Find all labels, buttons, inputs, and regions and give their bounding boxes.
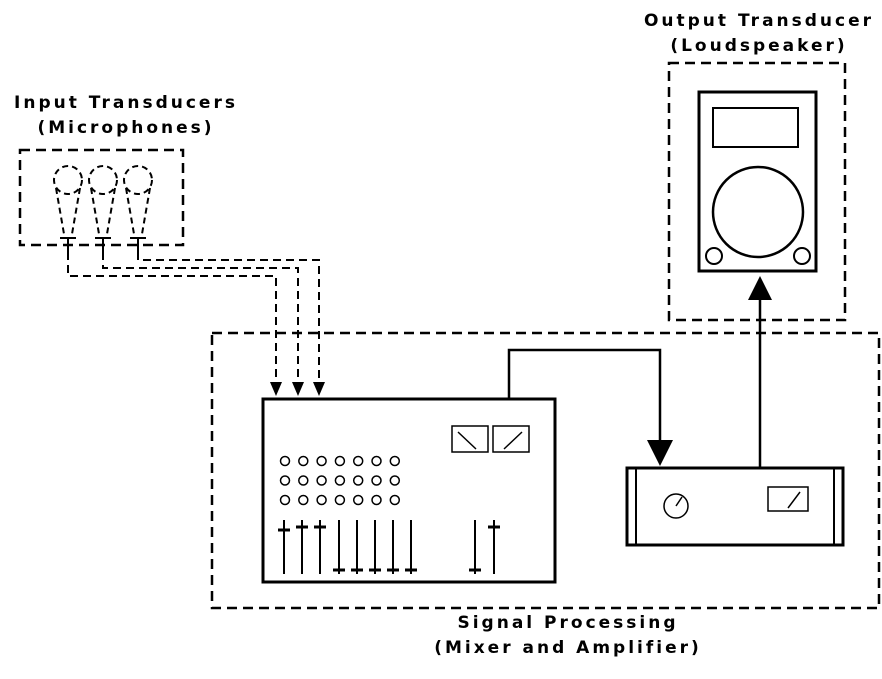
mixer-knob: [334, 455, 346, 467]
mixer-knob: [371, 475, 382, 486]
mixer-fader: [387, 520, 399, 574]
mixer-fader: [369, 520, 381, 574]
mixer-faders: [278, 520, 500, 574]
mixer-knob: [298, 494, 309, 506]
microphone-icon: [88, 165, 118, 252]
mic-cable-2: [102, 252, 299, 382]
microphone-icon: [53, 165, 83, 252]
mixer-knob: [316, 494, 327, 506]
mixer-knob: [389, 455, 401, 467]
mixer: [261, 397, 557, 584]
mixer-fader: [405, 520, 417, 574]
amplifier: [625, 466, 845, 547]
input-transducers-subtitle: (Microphones): [37, 118, 215, 138]
mixer-knob: [334, 475, 346, 486]
mixer-knob: [371, 494, 382, 506]
input-transducers-box: [18, 148, 185, 247]
signal-processing-box: [210, 331, 881, 610]
output-transducer-subtitle: (Loudspeaker): [670, 36, 848, 56]
mixer-meter: [451, 425, 489, 453]
arrow-head: [270, 382, 282, 396]
mixer-fader: [278, 520, 290, 574]
mixer-fader: [296, 520, 308, 574]
amplifier-body: [625, 466, 845, 547]
mixer-knob: [279, 455, 291, 467]
mixer-fader: [333, 520, 345, 574]
signal-processing-subtitle: (Mixer and Amplifier): [434, 638, 702, 658]
mixer-knob: [316, 455, 327, 467]
input-transducers-title: Input Transducers: [14, 93, 238, 113]
amplifier-meter: [767, 486, 809, 512]
arrow-head: [313, 382, 325, 396]
mixer-body: [261, 397, 557, 584]
mixer-knob-grid: [279, 455, 401, 506]
mixer-knob: [279, 475, 291, 486]
output-transducer-title: Output Transducer: [643, 11, 875, 31]
input-transducers-group: [18, 148, 185, 252]
mixer-to-amp-cable: [507, 348, 662, 440]
mic-cable-arrowheads: [270, 382, 325, 396]
microphone-cables: [67, 252, 320, 382]
mixer-knob: [298, 455, 309, 467]
mixer-knob: [389, 475, 401, 486]
mixer-knob: [279, 494, 291, 506]
mixer-knob: [352, 455, 364, 467]
mixer-fader: [351, 520, 363, 574]
mixer-fader: [314, 520, 326, 574]
loudspeaker-icon: [697, 90, 818, 273]
microphone-icon: [123, 165, 153, 252]
mixer-meter: [492, 425, 530, 453]
mixer-fader: [488, 520, 500, 574]
arrow-head: [292, 382, 304, 396]
mixer-fader: [469, 520, 481, 574]
output-transducer-box: [667, 61, 847, 322]
mixer-knob: [371, 455, 382, 467]
mixer-knob: [298, 475, 309, 486]
arrow-head: [748, 276, 772, 300]
mixer-knob: [352, 475, 364, 486]
mixer-knob: [316, 475, 327, 486]
mic-cable-3: [137, 252, 320, 382]
mixer-knob: [352, 494, 364, 506]
mixer-knob: [389, 494, 401, 506]
arrow-head: [647, 440, 673, 466]
mixer-knob: [334, 494, 346, 506]
mic-cable-1: [67, 252, 277, 382]
amplifier-knob: [663, 493, 689, 519]
signal-processing-title: Signal Processing: [457, 613, 679, 633]
